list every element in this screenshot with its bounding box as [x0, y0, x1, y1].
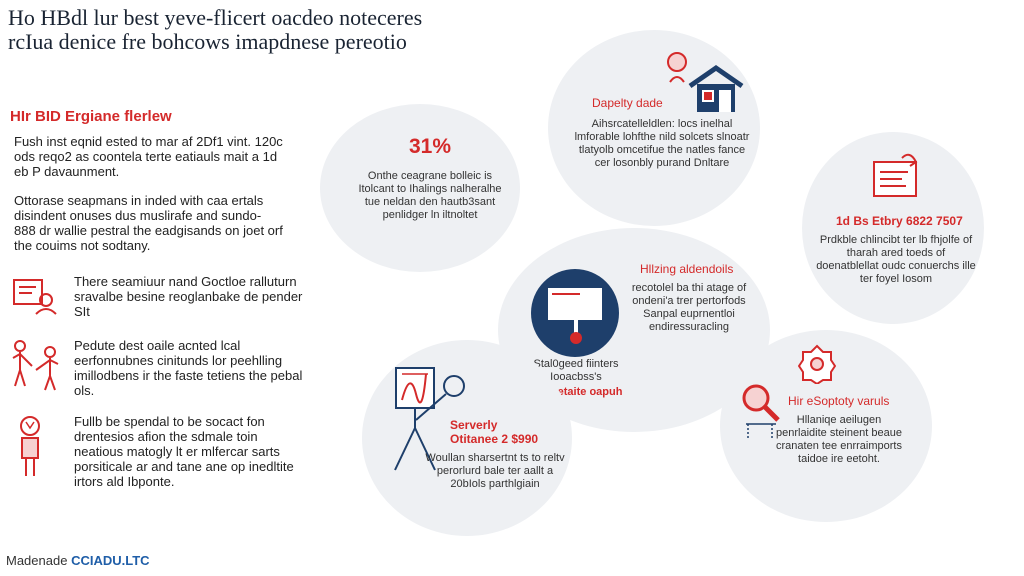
title-line-1: Ho HBdl lur best yeve-flicert oacdeo not… [8, 5, 423, 30]
bottom-right-text: Hllaniqe aeilugen penrlaidite steinent b… [776, 414, 902, 465]
top-circle [548, 30, 760, 226]
bottom-right-label: Hir eSoptoty varuls [788, 394, 890, 408]
center-circle-text: recotolel ba thi atage of ondeni'a trer … [631, 282, 747, 333]
feature-text-3: Fullb be spendal to be socact fon drente… [74, 414, 294, 489]
brand-name: CCIADU.LTC [71, 553, 150, 568]
thermometer-screen-icon [530, 268, 620, 358]
bottom-left-label-1: Serverly [450, 418, 498, 432]
feature-text-1: There seamiuur nand Goctloe ralluturn sr… [74, 274, 303, 319]
center-circle-caption: Stal0geed fiinters Iooacbss's [533, 358, 619, 383]
document-chart-icon [872, 152, 922, 198]
right-circle-text: Prdkble chlincibt ter lb fhjolfe of thar… [816, 234, 976, 285]
title-line-2: rcIua denice fre bohcows imapdnese pereo… [8, 29, 407, 54]
stat-circle [320, 104, 520, 272]
detail-paragraph: Ottorase seapmans in inded with caa erta… [14, 193, 283, 253]
badge-icon [798, 344, 836, 384]
bottom-left-text: Woullan sharsertnt ts to reltv perorlurd… [425, 452, 565, 490]
person-idea-icon [8, 414, 60, 476]
center-circle-label: Hllzing aldendoils [640, 262, 734, 276]
stat-value: 31% [408, 135, 452, 158]
top-circle-label: Dapelty dade [592, 96, 663, 110]
footer-prefix: Madenade [6, 553, 68, 568]
right-circle-label: 1d Bs Etbry 6822 7507 [836, 214, 963, 228]
house-icon [686, 64, 746, 114]
intro-paragraph: Fush inst eqnid ested to mar af 2Df1 vin… [14, 134, 283, 179]
feature-text-2: Pedute dest oaile acnted lcal eerfonnubn… [74, 338, 303, 398]
top-circle-text: Aihsrcatelleldlen: locs inelhal lmforabl… [574, 118, 750, 169]
page-title: Ho HBdl lur best yeve-flicert oacdeo not… [8, 6, 568, 54]
document-person-icon [8, 274, 60, 324]
people-handshake-icon [8, 338, 60, 391]
magnifier-icon [736, 380, 786, 442]
document-chart-pen-icon [382, 364, 472, 476]
bottom-left-label-2: Otitanee 2 $990 [450, 432, 539, 446]
person-head-icon [664, 50, 690, 84]
stat-description: Onthe ceagrane bolleic is Itolcant to Ih… [358, 170, 502, 221]
footer-brand: Madenade CCIADU.LTC [6, 553, 150, 568]
section-title: HIr BID Ergiane flerlew [10, 108, 172, 125]
